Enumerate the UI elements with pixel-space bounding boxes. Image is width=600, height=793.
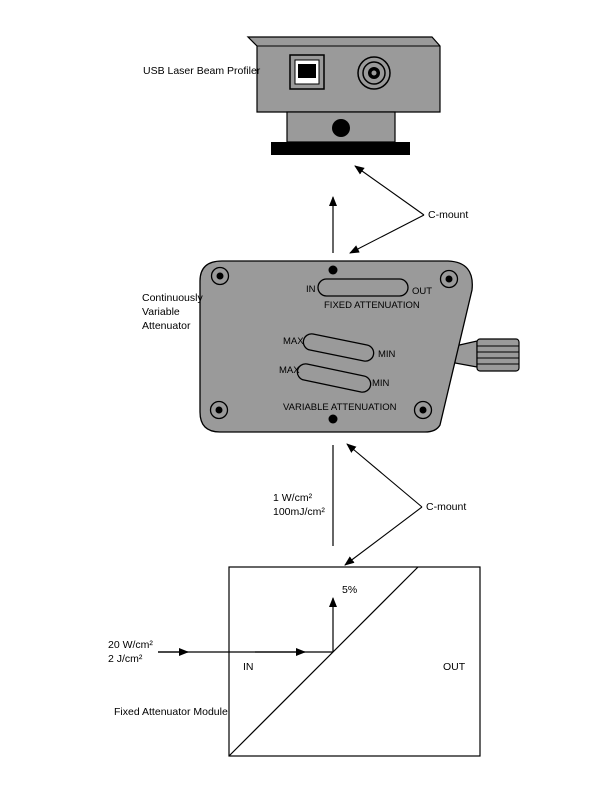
min-label-upper: MIN (378, 349, 396, 360)
continuously-variable-attenuator: IN OUT FIXED ATTENUATION MAX MIN MAX MIN… (142, 260, 520, 433)
beam-paths: C-mount C-mount 1 W/cm² 100mJ/cm² 20 W/c… (108, 165, 468, 665)
energy-density-in-label: 2 J/cm² (108, 653, 143, 665)
variable-attenuation-slot-upper[interactable] (302, 333, 375, 362)
c-mount-top-pointer-upper (354, 165, 425, 216)
attenuator-label-line3: Attenuator (142, 320, 191, 332)
attenuator-screw-top-left (210, 266, 230, 286)
attenuator-bottom-aperture (328, 414, 338, 424)
energy-density-out-label: 100mJ/cm² (273, 506, 325, 518)
attenuator-label-line1: Continuously (142, 292, 203, 304)
coax-connector-icon[interactable] (357, 56, 391, 90)
profiler-label: USB Laser Beam Profiler (143, 65, 261, 77)
profiler-mount-hole (332, 119, 350, 137)
profiler-c-mount-flange (271, 142, 410, 155)
usb-laser-beam-profiler: USB Laser Beam Profiler (143, 36, 441, 155)
max-label-upper: MAX (283, 336, 304, 347)
fixed-attenuation-label: FIXED ATTENUATION (324, 300, 420, 311)
attenuator-knob[interactable] (454, 338, 520, 372)
module-name-label: Fixed Attenuator Module (114, 706, 228, 718)
min-label-lower: MIN (372, 378, 390, 389)
attenuator-top-aperture (328, 265, 338, 275)
module-out-label: OUT (443, 661, 466, 673)
variable-attenuation-label: VARIABLE ATTENUATION (283, 402, 397, 413)
module-in-label: IN (243, 661, 254, 673)
fixed-attenuator-module: 5% IN OUT Fixed Attenuator Module (114, 566, 481, 757)
fixed-attenuation-slot[interactable] (317, 278, 409, 297)
profiler-body (246, 36, 441, 113)
attenuator-screw-bottom-right (413, 400, 433, 420)
power-density-out-label: 1 W/cm² (273, 492, 313, 504)
module-beamsplitter (228, 566, 419, 757)
attenuator-label-line2: Variable (142, 306, 180, 318)
c-mount-bottom-pointer-lower (344, 506, 423, 566)
fixed-attenuation-out-label: OUT (412, 286, 432, 297)
max-label-lower: MAX (279, 365, 300, 376)
module-box (228, 566, 481, 757)
c-mount-top-pointer-lower (349, 214, 425, 254)
module-percent-label: 5% (342, 584, 357, 596)
attenuator-screw-top-right (439, 269, 459, 289)
c-mount-top-label: C-mount (428, 209, 468, 221)
c-mount-bottom-label: C-mount (426, 501, 466, 513)
c-mount-bottom-pointer-upper (346, 443, 423, 508)
power-density-in-label: 20 W/cm² (108, 639, 153, 651)
usb-port-icon[interactable] (289, 54, 325, 90)
fixed-attenuation-in-label: IN (306, 284, 316, 295)
attenuator-screw-bottom-left (209, 400, 229, 420)
variable-attenuation-slot-lower[interactable] (296, 363, 372, 393)
